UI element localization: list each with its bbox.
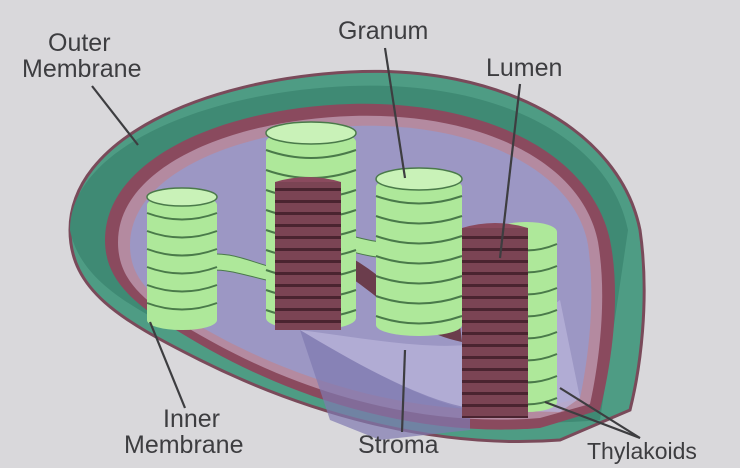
granum-stack-right — [376, 168, 462, 336]
inner-membrane-label-line2: Membrane — [124, 432, 244, 458]
granum-stack-center — [266, 122, 356, 330]
inner-membrane-label-line1: Inner — [163, 406, 220, 432]
granum-stack-front — [462, 222, 557, 418]
outer-membrane-label-line2: Membrane — [22, 56, 142, 82]
granum-label: Granum — [338, 18, 428, 44]
stroma-label: Stroma — [358, 432, 439, 458]
thylakoids-label: Thylakoids — [587, 438, 697, 464]
lumen-label: Lumen — [486, 55, 562, 81]
outer-membrane-label-line1: Outer — [48, 30, 111, 56]
outer-membrane-leader — [92, 86, 138, 145]
granum-stack-left — [147, 188, 217, 330]
